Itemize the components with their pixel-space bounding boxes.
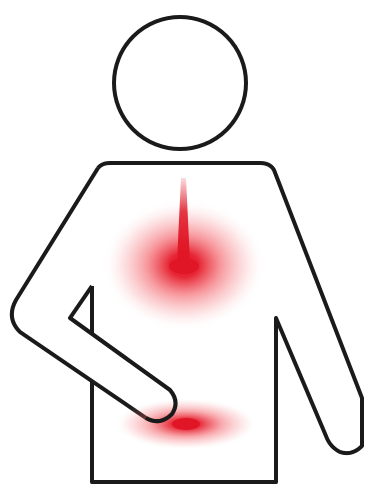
head-outline <box>114 17 246 149</box>
lower-abdomen-pain-core <box>172 418 200 430</box>
upper-abdomen-pain-core <box>169 258 199 274</box>
